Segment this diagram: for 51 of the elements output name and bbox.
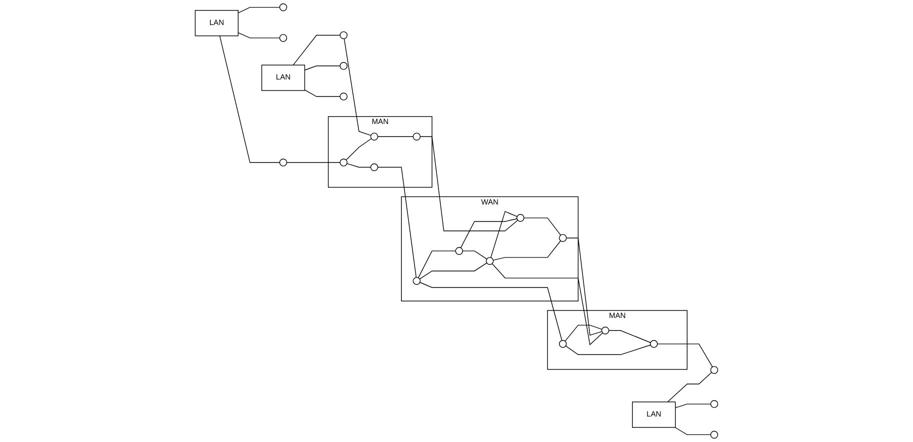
- node-circle: [340, 92, 348, 100]
- connector: [492, 263, 604, 346]
- node-circle: [710, 366, 718, 374]
- connector: [565, 344, 651, 356]
- connector: [238, 6, 280, 14]
- connector: [460, 218, 518, 248]
- connector: [304, 90, 340, 97]
- node-circle: [650, 340, 658, 348]
- node-circle: [601, 326, 610, 334]
- connector: [657, 344, 713, 368]
- node-circle: [516, 214, 524, 222]
- connector: [675, 404, 712, 408]
- connector: [667, 372, 712, 402]
- connector: [286, 162, 340, 163]
- connector: [492, 240, 561, 261]
- node-circle: [340, 31, 348, 40]
- connector: [292, 34, 340, 66]
- connector: [219, 35, 280, 163]
- connector: [238, 32, 280, 38]
- connector: [304, 66, 340, 70]
- node-circle: [710, 430, 718, 439]
- node-circle: [340, 158, 348, 166]
- node-circle: [279, 3, 288, 12]
- connector: [564, 324, 602, 342]
- connector: [462, 250, 488, 260]
- node-circle: [412, 132, 421, 140]
- node-circle: [370, 163, 378, 172]
- connector: [674, 427, 712, 436]
- connector: [377, 136, 414, 137]
- connector: [608, 330, 651, 343]
- connector: [420, 282, 562, 341]
- node-circle: [279, 158, 288, 166]
- node-circle: [455, 247, 464, 255]
- connector: [346, 138, 372, 160]
- node-circle: [412, 277, 421, 285]
- connector: [377, 166, 417, 278]
- connector: [344, 38, 372, 136]
- node-circle: [558, 340, 567, 348]
- node-circle: [279, 34, 288, 42]
- connector: [420, 136, 518, 232]
- connector: [418, 250, 456, 278]
- node-circle: [486, 257, 494, 265]
- connector: [566, 238, 602, 336]
- connector: [524, 218, 562, 236]
- node-circle: [370, 132, 378, 140]
- connector: [490, 210, 518, 258]
- node-circle: [710, 400, 718, 408]
- node-circle: [558, 234, 567, 242]
- node-circle: [340, 62, 348, 70]
- connector: [419, 262, 488, 280]
- connector: [346, 163, 372, 168]
